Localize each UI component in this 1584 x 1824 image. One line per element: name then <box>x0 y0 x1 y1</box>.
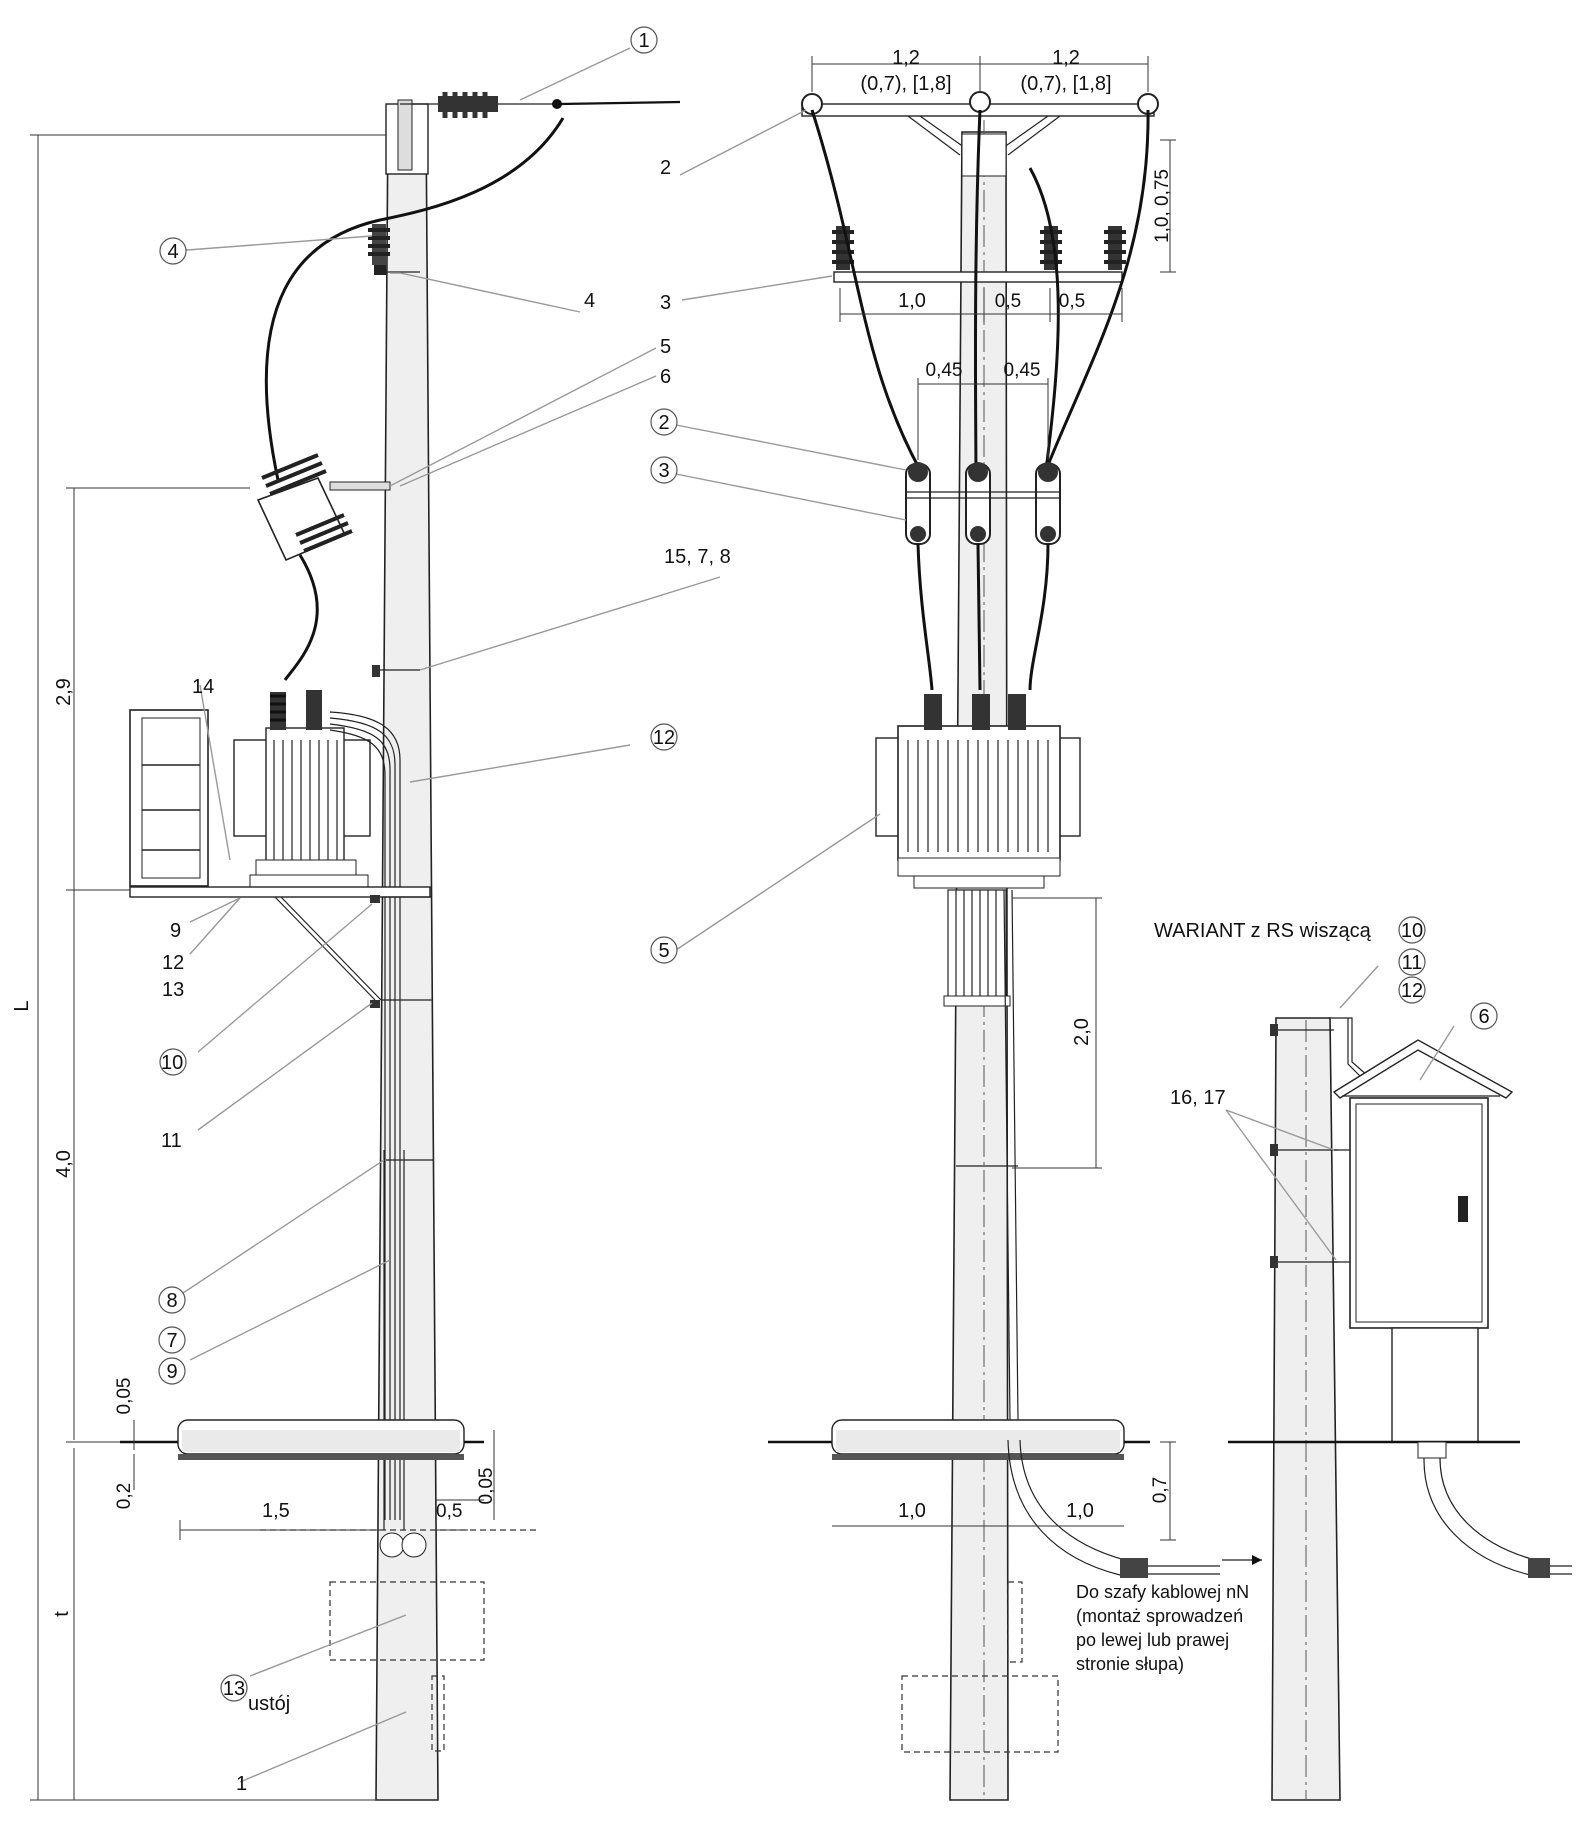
dim-0-05-top: 0,05 <box>114 1378 135 1415</box>
callout-8: 8 <box>166 1290 177 1312</box>
dim-top-left-variants: (0,7), [1,8] <box>860 73 951 95</box>
platform-brace <box>274 896 376 1001</box>
dim-0-2: 0,2 <box>114 1483 135 1509</box>
dim-2-0: 2,0 <box>1071 1018 1093 1046</box>
variant-view <box>1228 1017 1572 1801</box>
arrester-crossarm <box>833 271 1123 283</box>
callout-2-front-top: 2 <box>660 157 671 179</box>
dim-0-45-left: 0,45 <box>926 360 963 381</box>
phase-cable-middle <box>973 109 982 471</box>
callout-2-front: 2 <box>658 412 669 434</box>
callout-16-17: 16, 17 <box>1170 1087 1226 1109</box>
dim-1-0-crossarm: 1,0 <box>898 290 926 312</box>
callout-12-variant: 12 <box>1401 980 1423 1002</box>
transformer-radiator-frame <box>129 709 209 887</box>
leader-lines <box>173 47 1455 1783</box>
transformer-front <box>875 694 1081 889</box>
callout-9-upper: 9 <box>170 920 181 942</box>
foundation-slab-side <box>177 1419 465 1460</box>
note-line-2: (montaż sprowadzeń <box>1076 1606 1243 1626</box>
callout-6: 6 <box>660 366 671 388</box>
dim-L: L <box>11 1000 33 1011</box>
callout-11-variant: 11 <box>1402 952 1423 974</box>
dim-0-45-right: 0,45 <box>1004 360 1041 381</box>
dim-0-5-side: 0,5 <box>436 1501 462 1522</box>
dim-2-9: 2,9 <box>53 678 75 706</box>
fuse-disconnector-group <box>905 462 1061 545</box>
note-line-4: stronie słupa) <box>1076 1654 1184 1674</box>
callout-4-right: 4 <box>584 290 595 312</box>
callout-1-bottom: 1 <box>236 1773 247 1795</box>
dim-top-1-2-left: 1,2 <box>892 47 920 69</box>
anchor-block-outline <box>329 1581 485 1661</box>
callout-5-front: 5 <box>658 940 669 962</box>
callout-12-lower: 12 <box>162 952 184 974</box>
cable-cabinet <box>1332 1039 1514 1443</box>
callout-5: 5 <box>660 336 671 358</box>
transformer-side <box>233 690 401 1520</box>
dim-0-5-right: 0,5 <box>1059 291 1085 312</box>
callout-14: 14 <box>192 676 214 698</box>
front-view <box>768 56 1262 1801</box>
hv-jumper-cable <box>264 117 565 481</box>
callout-7: 7 <box>166 1330 177 1352</box>
callout-15-7-8: 15, 7, 8 <box>664 546 731 568</box>
dim-top-right-variants: (0,7), [1,8] <box>1020 73 1111 95</box>
mv-cable-to-transformer <box>283 554 319 681</box>
dim-0-7: 0,7 <box>1150 1477 1171 1503</box>
variant-label: WARIANT z RS wiszącą <box>1154 920 1372 942</box>
dim-1-0-0-75: 1,0, 0,75 <box>1152 169 1173 243</box>
dim-t: t <box>51 1611 73 1617</box>
callout-3-front-top: 3 <box>660 292 671 314</box>
note-line-3: po lewej lub prawej <box>1076 1630 1229 1650</box>
dim-0-5-mid: 0,5 <box>995 291 1021 312</box>
callout-4-left: 4 <box>167 241 178 263</box>
dim-0-05-right: 0,05 <box>476 1468 497 1505</box>
dim-1-5: 1,5 <box>262 1500 290 1522</box>
callout-6-variant: 6 <box>1478 1006 1489 1028</box>
dim-4-0: 4,0 <box>53 1150 75 1178</box>
callout-3-front: 3 <box>658 460 669 482</box>
callout-10-variant: 10 <box>1401 920 1423 942</box>
ustoj-label: ustój <box>248 1693 290 1715</box>
callout-bubbles <box>158 26 1498 1702</box>
callout-10: 10 <box>161 1052 183 1074</box>
callout-1: 1 <box>638 30 649 52</box>
callout-12-upper: 12 <box>653 727 675 749</box>
dimension-labels: L t 2,9 4,0 0,05 0,2 1,5 0,5 0,05 1,2 (0… <box>11 47 1173 1617</box>
dim-1-0-ground-right: 1,0 <box>1066 1500 1094 1522</box>
side-view <box>30 92 681 1801</box>
phase-cable-left <box>810 109 922 471</box>
phase-cable-right <box>1044 109 1150 471</box>
callout-13-upper: 13 <box>162 979 184 1001</box>
transformer-platform <box>129 886 431 898</box>
foundation-slab-front <box>831 1419 1125 1460</box>
surge-arrester <box>368 224 420 275</box>
disconnector <box>256 453 391 562</box>
labels: 1 4 4 5 6 14 12 15, 7, 8 9 12 13 10 11 8… <box>161 30 1490 1795</box>
tension-insulator <box>400 92 681 118</box>
dim-1-0-ground-left: 1,0 <box>898 1500 926 1522</box>
callout-9-lower: 9 <box>166 1361 177 1383</box>
dim-top-1-2-right: 1,2 <box>1052 47 1080 69</box>
callout-11: 11 <box>161 1130 182 1152</box>
note-line-1: Do szafy kablowej nN <box>1076 1582 1249 1602</box>
callout-13-lower: 13 <box>223 1678 245 1700</box>
